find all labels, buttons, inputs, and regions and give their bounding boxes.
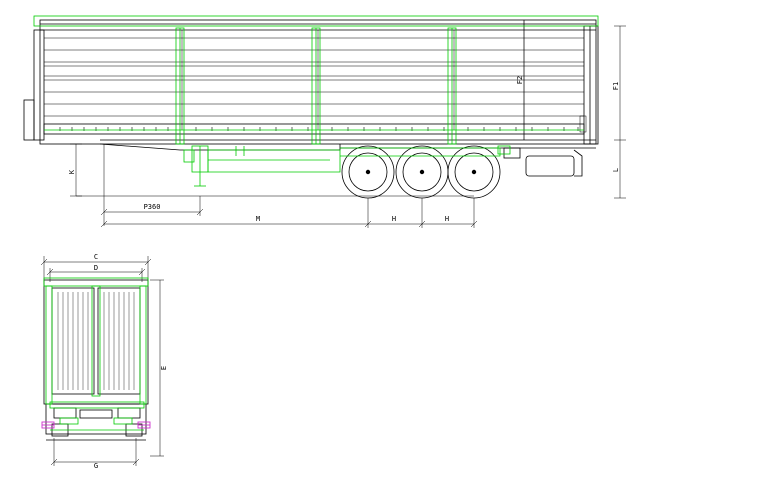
side-view-labels: F1 F2 L K P360 M H H (68, 76, 620, 223)
rear-dimensions (40, 256, 164, 466)
wheel-axle-1 (341, 145, 395, 199)
rear-body (43, 279, 149, 405)
wheel-axle-2 (395, 145, 449, 199)
rear-view-accents (43, 277, 149, 431)
wheel-axle-3 (447, 145, 501, 199)
dim-label-c: C (94, 253, 98, 261)
body-slats (44, 37, 584, 117)
side-dimensions (70, 20, 626, 228)
side-view-accents (33, 15, 599, 187)
door-ribs (57, 292, 135, 390)
rear-lights (41, 421, 151, 429)
dim-label-d: D (94, 264, 98, 272)
rear-bumper (525, 155, 575, 177)
rail-studs (59, 127, 579, 131)
rear-chassis (45, 403, 147, 435)
dim-label-p: P360 (144, 203, 161, 211)
rear-view (40, 256, 164, 466)
side-view (23, 19, 626, 228)
rear-view-labels: C D E G (94, 253, 168, 470)
dim-label-h-1: H (392, 215, 396, 223)
front-bulkhead (33, 29, 45, 141)
bottom-rail (43, 123, 585, 135)
dim-label-g: G (94, 462, 98, 470)
dim-label-e: E (160, 366, 168, 370)
dim-label-m: M (256, 215, 260, 223)
dim-label-f1: F1 (612, 82, 620, 90)
dim-label-h-2: H (445, 215, 449, 223)
dim-label-k: K (68, 169, 76, 174)
dim-label-f2: F2 (516, 76, 524, 84)
dim-label-l: L (612, 168, 620, 172)
